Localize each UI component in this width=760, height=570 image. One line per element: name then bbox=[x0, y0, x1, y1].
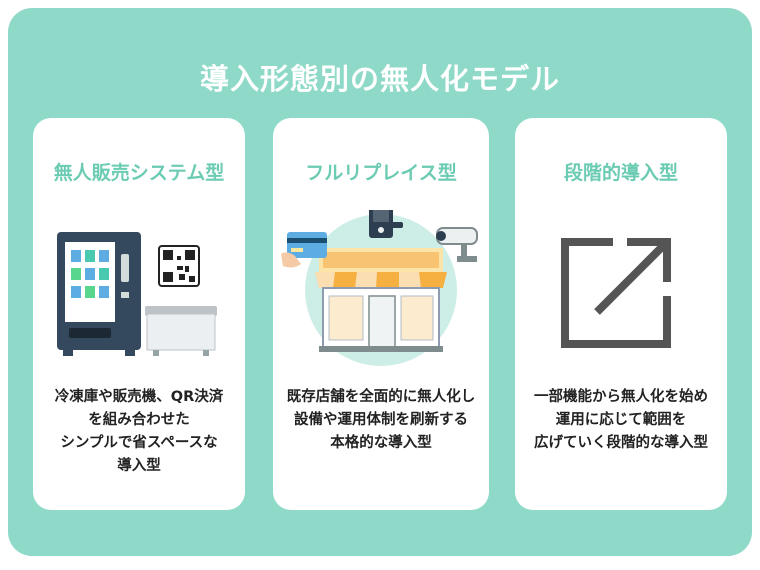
card-title: フルリプレイス型 bbox=[305, 162, 457, 184]
card-description: 既存店舗を全面的に無人化し 設備や運用体制を刷新する 本格的な導入型 bbox=[286, 389, 476, 451]
card-description: 冷凍庫や販売機、QR決済 を組み合わせた シンプルで省スペースな 導入型 bbox=[54, 389, 224, 474]
vending-machine-icon bbox=[57, 232, 141, 356]
unmanned-sales-illustration bbox=[57, 232, 217, 356]
qr-code-icon bbox=[158, 245, 200, 287]
external-link-arrow-icon bbox=[561, 238, 671, 348]
phased-illustration bbox=[561, 238, 671, 348]
page-title: 導入形態別の無人化モデル bbox=[199, 62, 560, 96]
card-title: 段階的導入型 bbox=[563, 162, 678, 184]
freezer-icon bbox=[145, 306, 217, 356]
door-lock-icon bbox=[369, 210, 403, 238]
card-description: 一部機能から無人化を始め 運用に応じて範囲を 広げていく段階的な導入型 bbox=[534, 389, 708, 451]
full-replace-illustration bbox=[281, 210, 478, 366]
credit-card-icon bbox=[281, 232, 327, 268]
card-unmanned-sales: 無人販売システム型 bbox=[33, 118, 245, 510]
card-title: 無人販売システム型 bbox=[53, 162, 225, 184]
security-camera-icon bbox=[436, 227, 478, 262]
store-icon bbox=[315, 248, 447, 352]
card-phased: 段階的導入型 一部機能から無人化を始め 運用に応じて範囲を 広げていく段階的な導… bbox=[515, 118, 727, 510]
card-full-replace: フルリプレイス型 bbox=[273, 118, 489, 510]
